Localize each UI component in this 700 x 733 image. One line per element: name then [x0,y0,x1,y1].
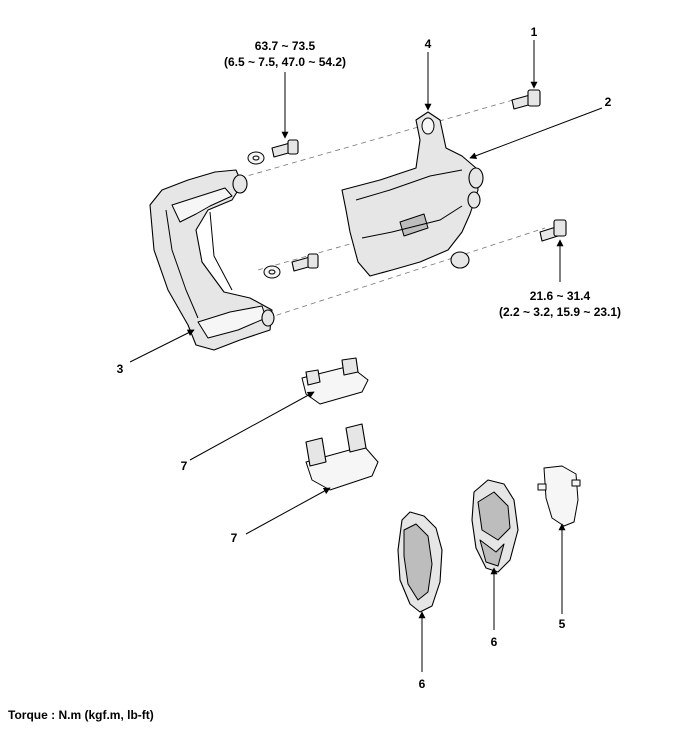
callout-3: 3 [117,362,124,376]
leader-7-lower [245,487,331,535]
bracket-washer-lower [263,265,281,279]
callout-1: 1 [531,25,538,39]
leader-7-upper [189,391,315,461]
pad-shim [537,465,581,527]
guide-bolt-torque-alt: (2.2 ~ 3.2, 15.9 ~ 23.1) [499,305,621,319]
pad-retainer-clip-lower [305,423,379,491]
leader-3 [129,329,195,363]
callout-5: 5 [559,617,566,631]
guide-rod-bolt-upper [511,89,541,110]
assembly-line-upper [239,97,521,179]
callout-4: 4 [425,37,432,51]
guide-rod-bolt-lower [539,219,567,242]
callout-7-lower: 7 [231,531,238,545]
callout-6-inner: 6 [491,635,498,649]
guide-bolt-torque-nm: 21.6 ~ 31.4 [530,289,591,303]
torque-unit-legend: Torque : N.m (kgf.m, lb-ft) [8,708,154,722]
pad-retainer-clip-upper [301,357,369,405]
assembly-line-lower [267,227,546,319]
callout-2: 2 [605,95,612,109]
bracket-washer-upper [247,151,265,165]
callout-6-outer: 6 [419,677,426,691]
bracket-bolt-torque-nm: 63.7 ~ 73.5 [255,39,316,53]
callout-7-upper: 7 [181,459,188,473]
brake-pad-outer [397,511,443,613]
bracket-bolt-torque-alt: (6.5 ~ 7.5, 47.0 ~ 54.2) [224,55,346,69]
bracket-bolt-upper [271,139,299,158]
brake-pad-inner [471,479,519,573]
bracket-bolt-lower [291,253,319,272]
caliper-bracket [149,169,275,351]
leader-2 [469,107,603,160]
caliper-body [341,111,484,277]
